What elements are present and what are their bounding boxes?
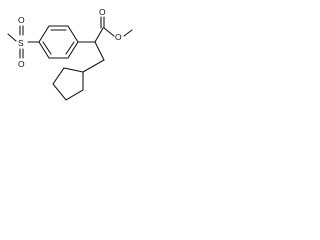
benzene-ring — [38, 25, 79, 59]
ester-oxygen-label: O — [115, 32, 122, 42]
alpha-carbon-methylene-bond — [94, 41, 105, 61]
benzene-inner-bond-3 — [65, 41, 75, 55]
chemical-structure-diagram: S O O O O — [7, 7, 133, 101]
sulfonyl-oxygen-bottom-label: O — [18, 59, 25, 69]
methylene-cyclopentyl-bond — [82, 59, 105, 73]
sulfur-atom-label: S — [18, 38, 24, 48]
carbonyl-ester-oxygen-bond — [103, 27, 115, 37]
methyl-sulfur-bond — [7, 33, 17, 42]
carbonyl-oxygen-label: O — [99, 7, 106, 17]
sulfonyl-oxygen-top-label: O — [18, 15, 25, 25]
ester-methyl-bond — [123, 29, 133, 37]
benzene-inner-bond-2 — [42, 41, 52, 55]
alpha-carbon-carbonyl-bond — [94, 27, 104, 43]
cyclopentane-ring — [52, 67, 84, 101]
